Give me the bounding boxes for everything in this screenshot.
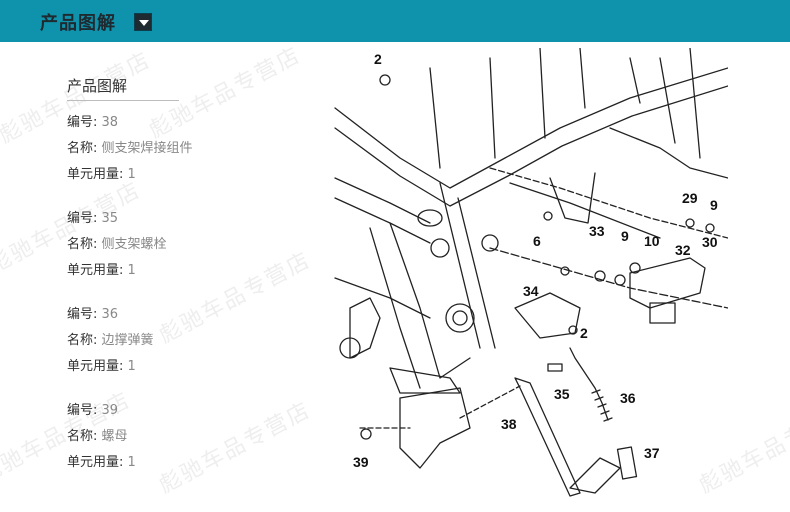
dropdown-button[interactable]: [134, 13, 152, 31]
callout-30: 30: [702, 234, 718, 250]
bolt-head-drawing: [379, 74, 391, 86]
part-qty-value: 1: [127, 359, 136, 374]
part-qty-value: 1: [127, 263, 136, 278]
mount-bracket-drawing: [629, 257, 706, 309]
part-name-label: 名称:: [67, 333, 98, 348]
callout-35: 35: [554, 386, 570, 402]
part-qty-value: 1: [127, 455, 136, 470]
washer-drawing: [594, 270, 606, 282]
section-divider: [67, 100, 179, 101]
part-entry: 编号: 35 名称: 侧支架螺栓 单元用量: 1: [67, 206, 167, 284]
callout-33: 33: [589, 223, 605, 239]
part-number-value: 36: [101, 307, 119, 322]
callout-39: 39: [353, 454, 369, 470]
part-number-value: 35: [101, 211, 119, 226]
part-qty-value: 1: [127, 167, 136, 182]
part-name-value: 边撑弹簧: [101, 333, 154, 348]
part-qty-label: 单元用量:: [67, 263, 124, 278]
part-entry: 编号: 38 名称: 侧支架焊接组件 单元用量: 1: [67, 110, 193, 188]
part-number-value: 38: [101, 115, 119, 130]
callout-10: 10: [644, 233, 660, 249]
part-entry: 编号: 36 名称: 边撑弹簧 单元用量: 1: [67, 302, 154, 380]
frame-drawing: [334, 48, 728, 429]
part-number-label: 编号:: [67, 115, 98, 130]
callout-6: 6: [533, 233, 541, 249]
callout-34: 34: [523, 283, 539, 299]
nut-drawing: [629, 262, 641, 274]
spring-drawing: [569, 347, 609, 421]
side-stand-foot-drawing: [569, 457, 621, 494]
part-number-label: 编号:: [67, 307, 98, 322]
bolt-head-drawing: [543, 211, 553, 221]
bolt-head-drawing: [568, 325, 578, 335]
part-info-panel: 产品图解 编号: 38 名称: 侧支架焊接组件 单元用量: 1 编号: 35 名…: [0, 42, 330, 512]
part-name-value: 侧支架螺栓: [101, 237, 167, 252]
part-name-value: 螺母: [101, 429, 128, 444]
callout-38: 38: [501, 416, 517, 432]
bolt-head-drawing: [705, 223, 715, 233]
bracket-drawing: [399, 387, 471, 469]
nut-drawing: [360, 428, 372, 440]
callout-29: 29: [682, 190, 698, 206]
part-number-label: 编号:: [67, 211, 98, 226]
callout-9: 9: [621, 228, 629, 244]
part-name-label: 名称:: [67, 237, 98, 252]
part-qty-label: 单元用量:: [67, 455, 124, 470]
callout-32: 32: [675, 242, 691, 258]
callout-2-top: 2: [374, 51, 382, 67]
header-title: 产品图解: [40, 13, 116, 34]
bolt-drawing: [547, 363, 563, 372]
part-qty-label: 单元用量:: [67, 167, 124, 182]
part-name-label: 名称:: [67, 429, 98, 444]
washer-drawing: [614, 274, 626, 286]
rubber-drawing: [616, 446, 638, 480]
part-qty-label: 单元用量:: [67, 359, 124, 374]
part-number-value: 39: [101, 403, 119, 418]
washer-drawing: [560, 266, 570, 276]
part-name-label: 名称:: [67, 141, 98, 156]
leader-line: [459, 385, 521, 419]
callout-36: 36: [620, 390, 636, 406]
part-name-value: 侧支架焊接组件: [101, 141, 193, 156]
bolt-head-drawing: [685, 218, 695, 228]
top-bar: 产品图解: [0, 0, 790, 42]
side-stand-drawing: [514, 377, 581, 497]
part-entry: 编号: 39 名称: 螺母 单元用量: 1: [67, 398, 136, 476]
part-number-label: 编号:: [67, 403, 98, 418]
spring-coil-drawing: [591, 389, 613, 422]
section-title: 产品图解: [67, 77, 128, 95]
caret-down-icon: [139, 20, 149, 26]
exploded-parts-diagram: 2 6 29 9 33 9 10 32 30 34 2 35 36 38 37 …: [330, 48, 728, 506]
mount-block-drawing: [649, 302, 676, 324]
callout-2: 2: [580, 325, 588, 341]
callout-9-right: 9: [710, 197, 718, 213]
plate-drawing: [514, 292, 581, 339]
callout-37: 37: [644, 445, 660, 461]
